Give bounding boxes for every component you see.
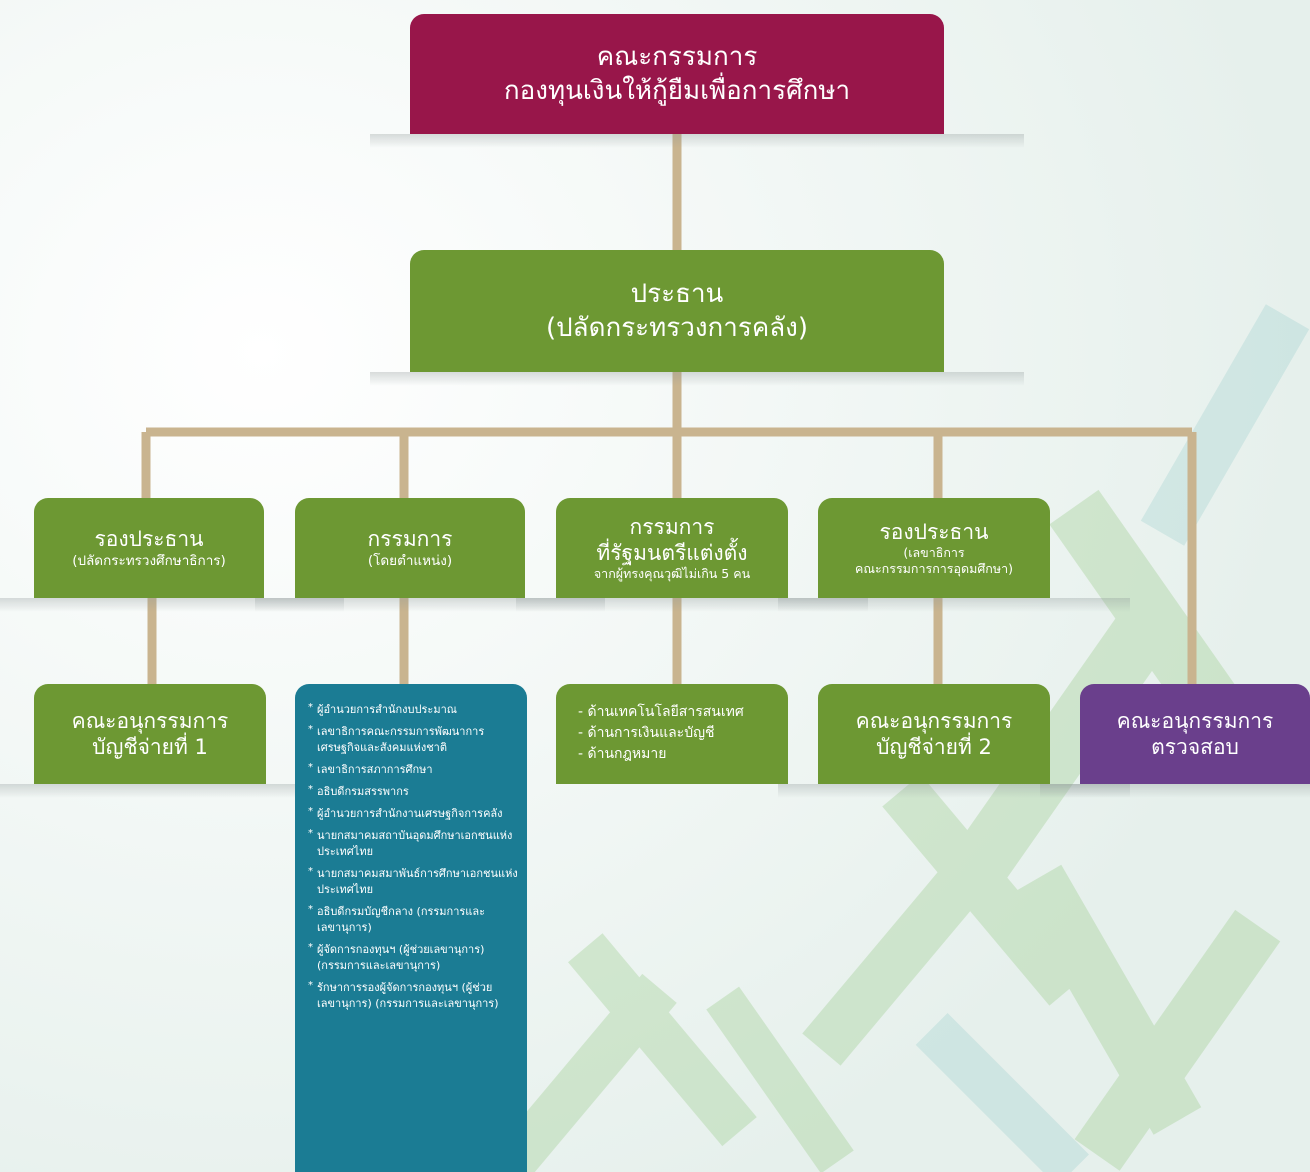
expertise-item: - ด้านการเงินและบัญชี bbox=[578, 725, 715, 741]
ex-officio-title: กรรมการ bbox=[367, 527, 453, 551]
vice-chair-2-subtitle1: (เลขาธิการ bbox=[903, 545, 965, 560]
subcommittee-2-node: คณะอนุกรรมการ บัญชีจ่ายที่ 2 bbox=[778, 684, 1130, 798]
board-node: คณะกรรมการ กองทุนเงินให้กู้ยืมเพื่อการศึ… bbox=[370, 14, 1024, 148]
subcommittee-1-node: คณะอนุกรรมการ บัญชีจ่ายที่ 1 bbox=[0, 684, 346, 798]
subcommittee-2-line2: บัญชีจ่ายที่ 2 bbox=[876, 735, 992, 759]
expertise-node: - ด้านเทคโนโลยีสารสนเทศ - ด้านการเงินและบ… bbox=[556, 684, 788, 784]
appointed-node: กรรมการ ที่รัฐมนตรีแต่งตั้ง จากผู้ทรงคุณ… bbox=[516, 498, 868, 612]
chair-node: ประธาน (ปลัดกระทรวงการคลัง) bbox=[370, 250, 1024, 386]
member-item: ผู้อำนวยการสำนักงานเศรษฐกิจการคลัง bbox=[308, 804, 519, 822]
expertise-item: - ด้านเทคโนโลยีสารสนเทศ bbox=[578, 704, 744, 720]
vice-chair-1-subtitle: (ปลัดกระทรวงศึกษาธิการ) bbox=[72, 553, 226, 569]
subcommittee-1-line1: คณะอนุกรรมการ bbox=[71, 709, 229, 733]
audit-line2: ตรวจสอบ bbox=[1151, 735, 1239, 759]
member-item: ผู้จัดการกองทุนฯ (ผู้ช่วยเลขานุการ) (กรร… bbox=[308, 940, 519, 974]
audit-line1: คณะอนุกรรมการ bbox=[1116, 709, 1274, 733]
appointed-line2: ที่รัฐมนตรีแต่งตั้ง bbox=[596, 541, 748, 565]
vice-chair-2-subtitle2: คณะกรรมการการอุดมศึกษา) bbox=[854, 561, 1013, 576]
expertise-item: - ด้านกฎหมาย bbox=[578, 746, 667, 762]
appointed-line3: จากผู้ทรงคุณวุฒิไม่เกิน 5 คน bbox=[593, 566, 751, 581]
ex-officio-members-list: ผู้อำนวยการสำนักงบประมาณเลขาธิการคณะกรรม… bbox=[308, 700, 519, 1012]
vice-chair-2-node: รองประธาน (เลขาธิการ คณะกรรมการการอุดมศึ… bbox=[778, 498, 1130, 612]
subcommittee-1-line2: บัญชีจ่ายที่ 1 bbox=[92, 735, 208, 759]
member-item: เลขาธิการคณะกรรมการพัฒนาการเศรษฐกิจและสั… bbox=[308, 722, 519, 756]
ex-officio-subtitle: (โดยตำแหน่ง) bbox=[367, 553, 453, 569]
subcommittee-2-line1: คณะอนุกรรมการ bbox=[855, 709, 1013, 733]
member-item: นายกสมาคมสมาพันธ์การศึกษาเอกชนแห่งประเทศ… bbox=[308, 864, 519, 898]
ex-officio-members-panel: ผู้อำนวยการสำนักงบประมาณเลขาธิการคณะกรรม… bbox=[295, 684, 527, 1172]
vice-chair-2-title: รองประธาน bbox=[879, 520, 989, 544]
vice-chair-1-node: รองประธาน (ปลัดกระทรวงศึกษาธิการ) bbox=[0, 498, 344, 612]
audit-subcommittee-node: คณะอนุกรรมการ ตรวจสอบ bbox=[1040, 684, 1310, 798]
chair-title: ประธาน bbox=[630, 279, 724, 309]
member-item: อธิบดีกรมสรรพากร bbox=[308, 782, 519, 800]
member-item: เลขาธิการสภาการศึกษา bbox=[308, 760, 519, 778]
member-item: ผู้อำนวยการสำนักงบประมาณ bbox=[308, 700, 519, 718]
member-item: รักษาการรองผู้จัดการกองทุนฯ (ผู้ช่วยเลขา… bbox=[308, 978, 519, 1012]
member-item: อธิบดีกรมบัญชีกลาง (กรรมการและเลขานุการ) bbox=[308, 902, 519, 936]
member-item: นายกสมาคมสถาบันอุดมศึกษาเอกชนแห่งประเทศไ… bbox=[308, 826, 519, 860]
expertise-list: - ด้านเทคโนโลยีสารสนเทศ - ด้านการเงินและบ… bbox=[578, 702, 778, 765]
chair-subtitle: (ปลัดกระทรวงการคลัง) bbox=[545, 313, 808, 343]
appointed-line1: กรรมการ bbox=[629, 515, 715, 539]
board-title-line2: กองทุนเงินให้กู้ยืมเพื่อการศึกษา bbox=[503, 76, 851, 106]
vice-chair-1-title: รองประธาน bbox=[94, 527, 204, 551]
board-title-line1: คณะกรรมการ bbox=[596, 42, 758, 72]
ex-officio-node: กรรมการ (โดยตำแหน่ง) bbox=[255, 498, 605, 612]
